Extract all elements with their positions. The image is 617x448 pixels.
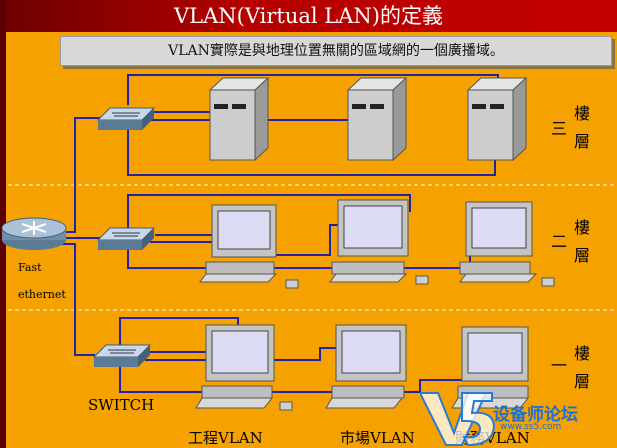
floor-num-2: 二 [551,232,568,251]
switch-icon-floor1 [92,344,152,367]
title-bar: VLAN(Virtual LAN)的定義 [0,0,617,32]
subtitle-banner: VLAN實際是與地理位置無關的區域網的一個廣播域。 [60,36,612,66]
switch-icon-floor2 [96,227,156,250]
floor-char-1b: 層 [574,372,591,391]
pc-icon-f2-1 [199,204,299,289]
floor-char-1a: 樓 [574,344,591,363]
switch-label: SWITCH [88,396,155,414]
left-bar [0,0,6,448]
subtitle-text: VLAN實際是與地理位置無關的區域網的一個廣播域。 [168,43,504,59]
floor-char-3a: 樓 [574,104,591,123]
pc-icon-f1-3 [451,326,530,409]
link-f3-server3 [127,74,499,105]
pc-icon-f1-1 [195,324,293,411]
link-router-switch1 [60,243,95,356]
link-router-switch3 [60,117,100,233]
link-f2-pc3 [127,245,500,269]
switch-icon-floor3 [96,107,156,130]
vlan-label-engineering: 工程VLAN [188,429,263,447]
vlan-label-marketing: 市場VLAN [340,429,415,447]
floor-char-2b: 層 [574,246,591,265]
floor-num-3: 三 [551,119,568,138]
link-f3-bottom [127,130,496,176]
watermark-text: 设备师论坛 [493,405,578,425]
router-icon [1,217,67,250]
floor-char-3b: 層 [574,132,591,151]
server-icon-3 [466,76,528,162]
pc-icon-f2-3 [459,201,555,287]
pc-icon-f2-2 [329,199,429,285]
router-label-line2: ethernet [18,288,66,301]
pc-icon-f1-2 [325,324,407,409]
router-label-line1: Fast [18,261,42,274]
floor-num-1: 一 [551,356,568,375]
slide-title: VLAN(Virtual LAN)的定義 [174,4,443,28]
floor-char-2a: 樓 [574,218,591,237]
server-icon-1 [208,76,270,162]
server-icon-2 [346,76,408,162]
watermark-url: www.ss5.com [500,422,562,432]
watermark-logo [420,392,496,447]
link-f2-pc2 [127,194,411,228]
